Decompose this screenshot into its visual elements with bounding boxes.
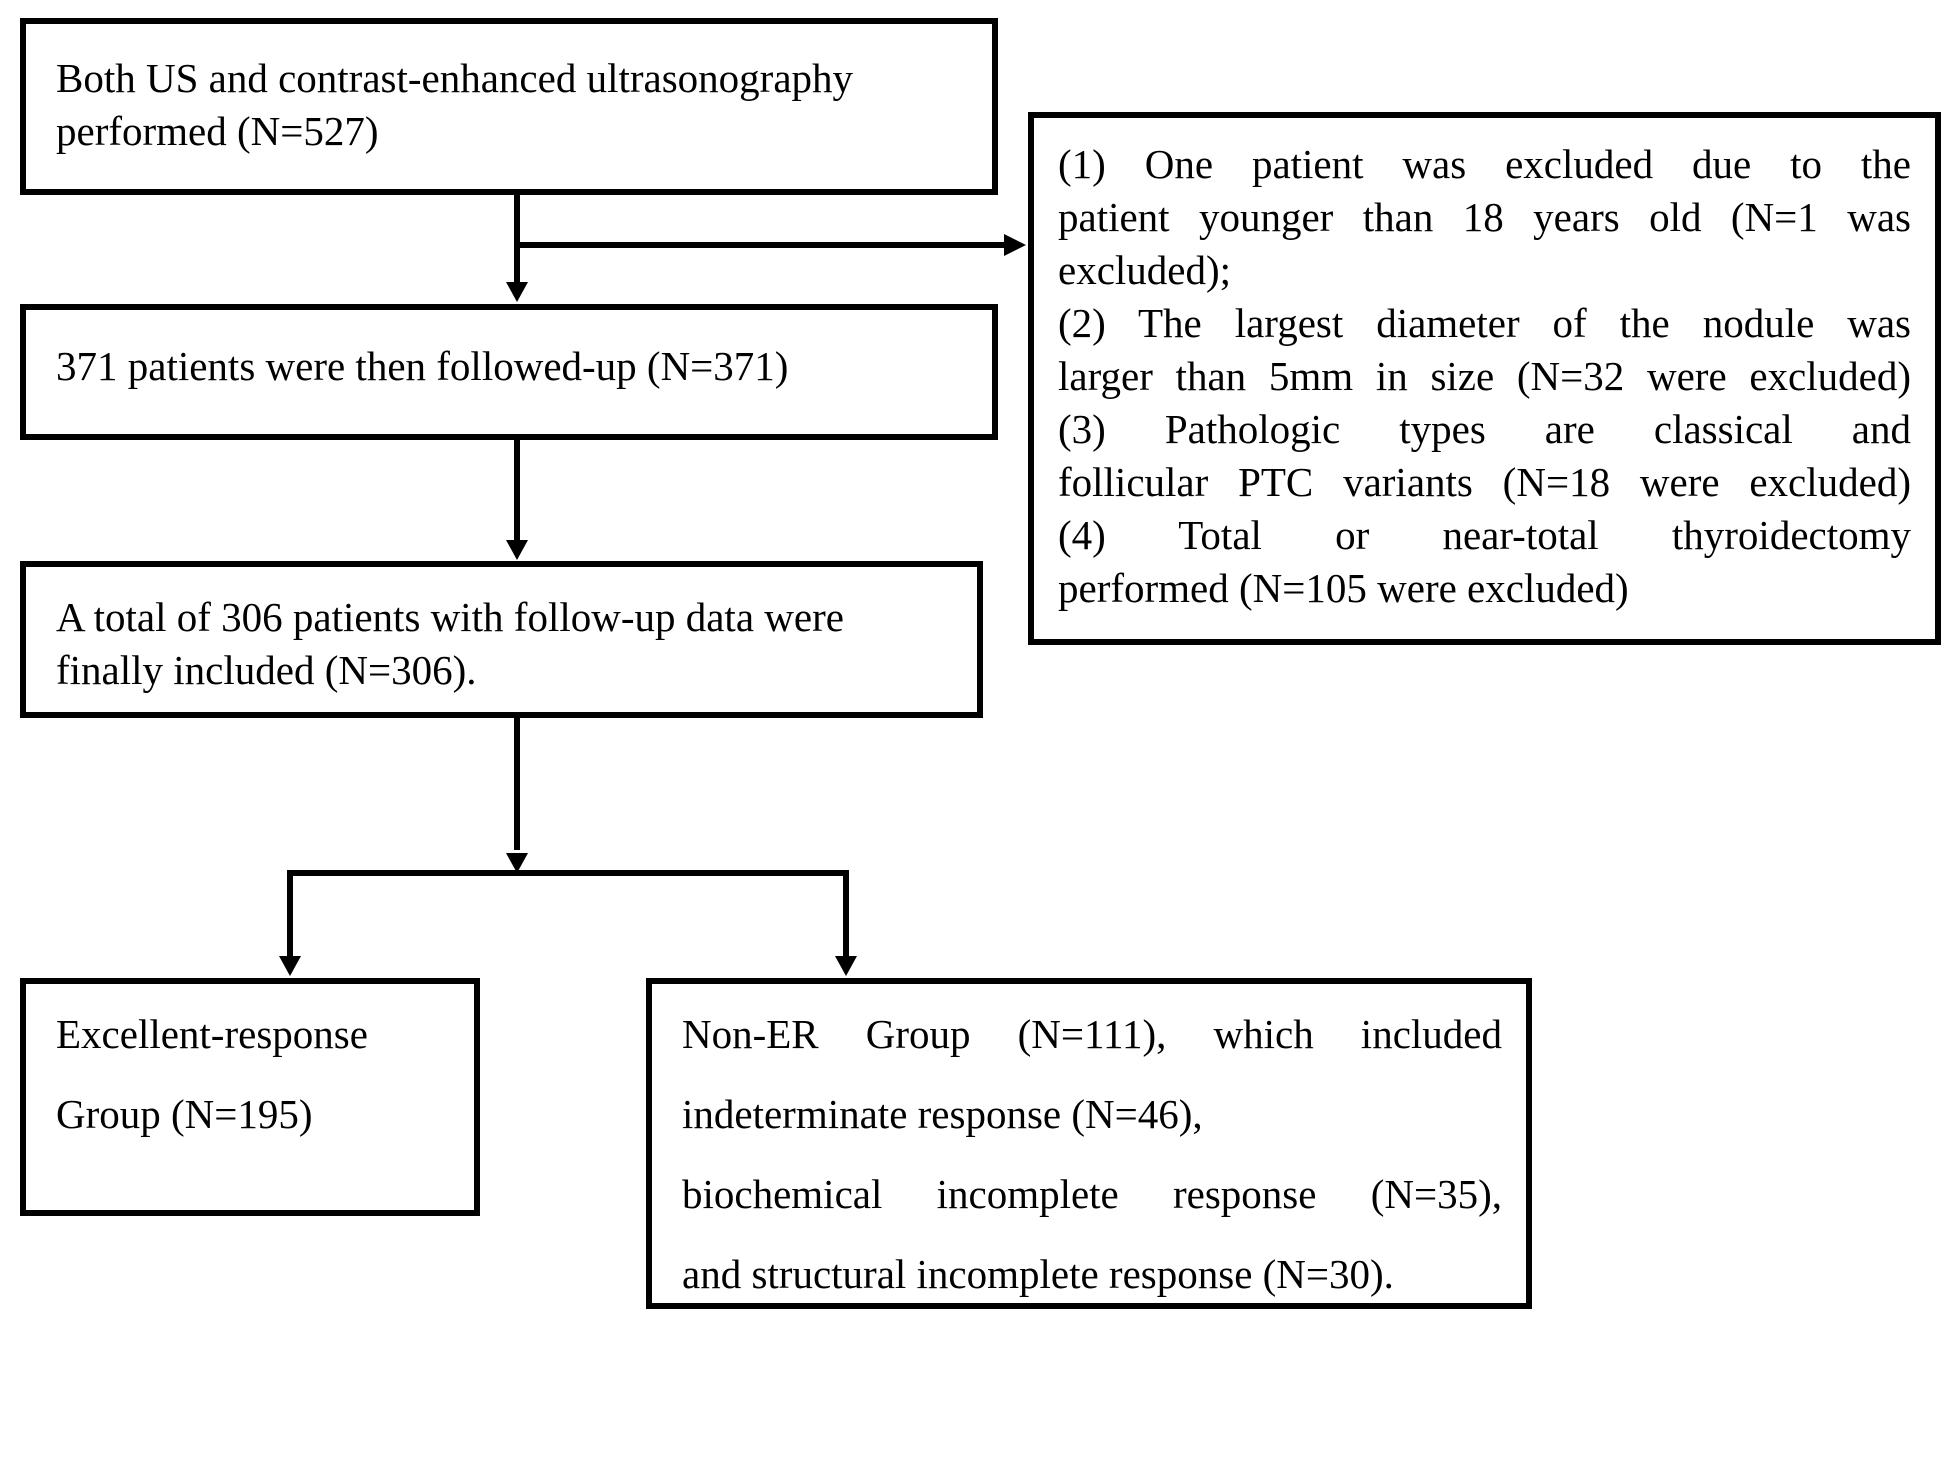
arrowhead-exclusions [1004, 234, 1026, 256]
excellent-response-box: Excellent-response Group (N=195) [20, 978, 480, 1216]
exclusion-line: (3) Pathologic types are classical and [1058, 406, 1911, 452]
arrowhead-followed [506, 282, 528, 302]
exclusion-line: performed (N=105 were excluded) [1058, 565, 1629, 611]
included-box: A total of 306 patients with follow-up d… [20, 561, 983, 718]
non-er-line: Non-ER Group (N=111), which included [682, 1011, 1502, 1057]
exclusions-box: (1) One patient was excluded due to the … [1028, 112, 1941, 645]
arrowhead-excellent [279, 956, 301, 976]
exclusion-line: (2) The largest diameter of the nodule w… [1058, 300, 1911, 346]
exclusion-line: (1) One patient was excluded due to the [1058, 141, 1911, 187]
non-er-line: and structural incomplete response (N=30… [682, 1251, 1394, 1297]
followed-up-line: 371 patients were then followed-up (N=37… [56, 343, 789, 389]
arrowhead-split [506, 853, 528, 873]
included-line: finally included (N=306). [56, 647, 477, 693]
included-line: A total of 306 patients with follow-up d… [56, 594, 844, 640]
exclusion-line: (4) Total or near-total thyroidectomy [1058, 512, 1911, 558]
followed-up-box: 371 patients were then followed-up (N=37… [20, 304, 998, 440]
enrolled-line: Both US and contrast-enhanced ultrasonog… [56, 55, 854, 101]
excellent-response-line: Excellent-response [56, 1011, 368, 1057]
enrolled-box: Both US and contrast-enhanced ultrasonog… [20, 18, 998, 195]
exclusion-line: larger than 5mm in size (N=32 were exclu… [1058, 353, 1911, 399]
enrolled-line: performed (N=527) [56, 108, 379, 154]
arrowhead-included [506, 540, 528, 560]
exclusion-line: excluded); [1058, 247, 1232, 293]
non-er-line: indeterminate response (N=46), [682, 1091, 1203, 1137]
non-er-box: Non-ER Group (N=111), which included ind… [646, 978, 1532, 1309]
non-er-line: biochemical incomplete response (N=35), [682, 1171, 1502, 1217]
arrowhead-non-er [835, 956, 857, 976]
exclusion-line: patient younger than 18 years old (N=1 w… [1058, 194, 1911, 240]
exclusion-line: follicular PTC variants (N=18 were exclu… [1058, 459, 1911, 505]
excellent-response-line: Group (N=195) [56, 1091, 313, 1137]
